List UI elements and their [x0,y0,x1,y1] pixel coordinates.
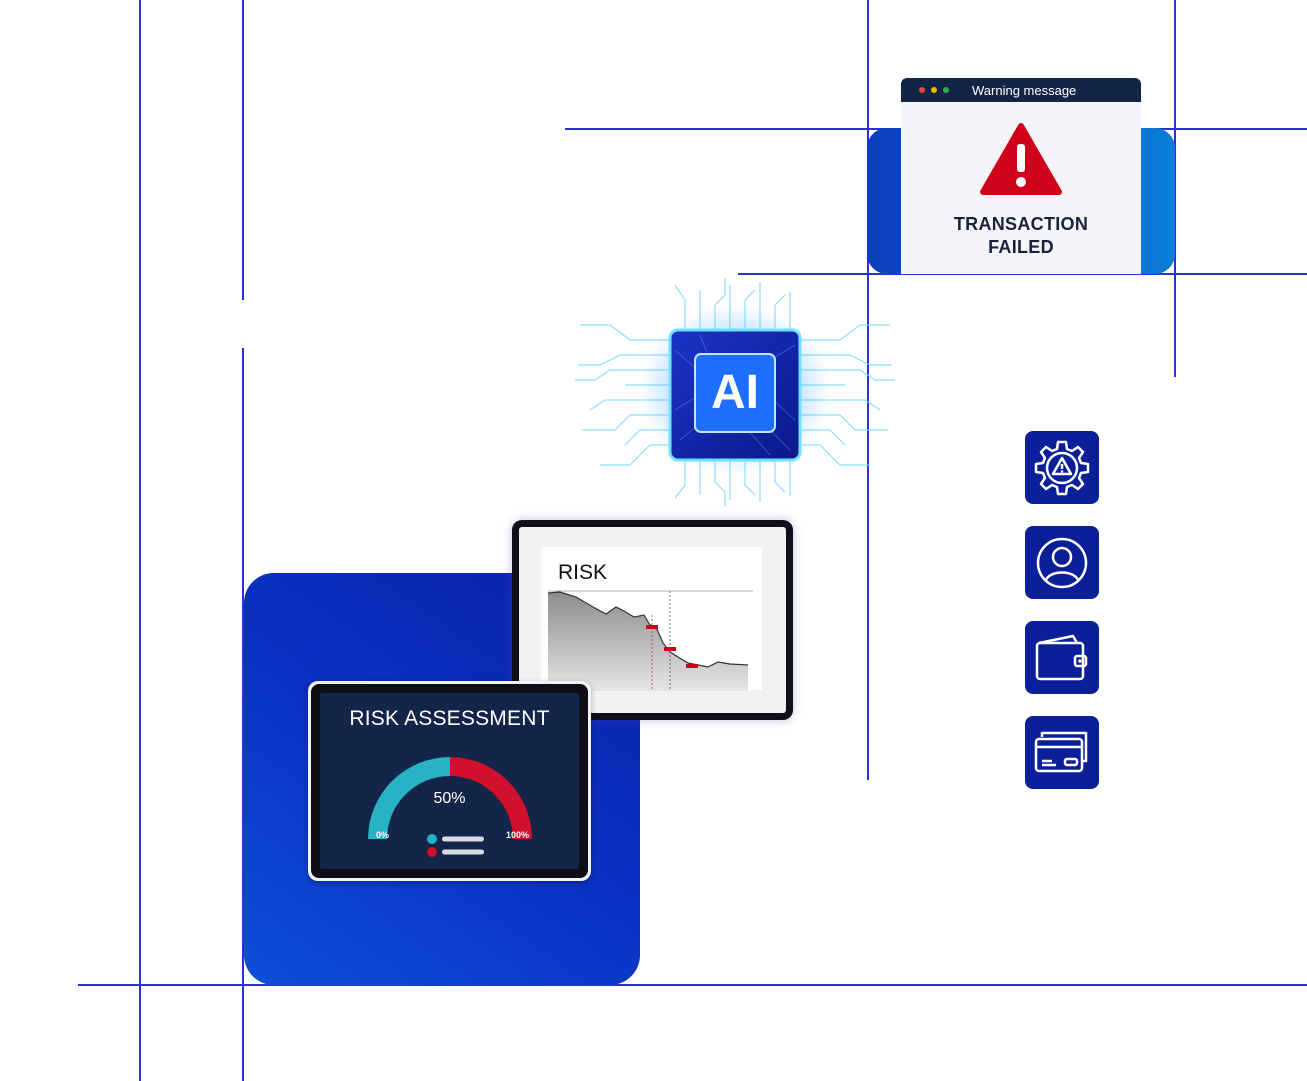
gauge-legend [427,834,484,857]
risk-gauge [368,757,532,839]
gear-warning-icon [1034,440,1090,495]
gauge-value: 50% [433,790,466,807]
wallet-tile[interactable] [1025,621,1099,694]
grid-line [139,0,141,1081]
gauge-high-segment [450,757,532,839]
risk-assessment-screen: RISK ASSESSMENT 50% 0% 100% [320,693,579,869]
warning-triangle-icon [980,123,1062,195]
warning-window: Warning message TRANSACTION FAILED [901,78,1141,274]
warning-message-line2: FAILED [988,237,1054,257]
risk-assessment-title: RISK ASSESSMENT [349,707,550,730]
risk-chart-title: RISK [558,561,608,584]
risk-assessment-tablet: RISK ASSESSMENT 50% 0% 100% [308,681,591,881]
grid-line [242,348,244,1081]
ai-chip-icon: AI [575,278,895,506]
legend-high-dot [427,847,437,857]
risk-chart [548,590,753,691]
user-tile[interactable] [1025,526,1099,599]
maximize-dot[interactable] [943,87,949,93]
legend-line-placeholder [442,836,484,842]
minimize-dot[interactable] [931,87,937,93]
gauge-low-segment [368,757,450,839]
risk-tablet-screen: RISK [519,527,786,713]
credit-card-tile[interactable] [1025,716,1099,789]
credit-card-icon [1034,731,1088,772]
legend-line-placeholder [442,849,484,855]
grid-line [867,0,869,780]
gauge-min-label: 0% [376,830,390,840]
ai-chip-label: AI [711,366,759,419]
warning-title-bar: Warning message [901,78,1141,102]
warning-message-line1: TRANSACTION [953,214,1089,234]
gear-warning-tile[interactable] [1025,431,1099,504]
grid-line [78,984,1307,986]
risk-assessment-bezel: RISK ASSESSMENT 50% 0% 100% [311,684,588,878]
close-dot[interactable] [919,87,925,93]
grid-line [242,0,244,300]
wallet-icon [1035,634,1088,680]
legend-low-dot [427,834,437,844]
user-icon [1036,537,1088,588]
warning-title: Warning message [972,83,1077,98]
gauge-max-label: 100% [506,830,530,840]
